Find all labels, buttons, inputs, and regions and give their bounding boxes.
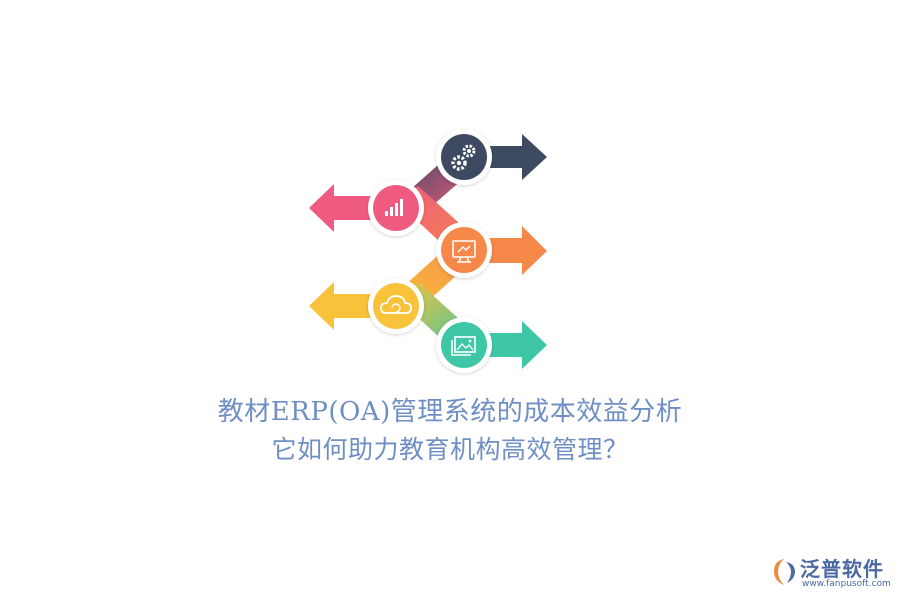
brand-logo: 泛普软件 www.fanpusoft.com (770, 553, 895, 595)
step-node-gear (436, 129, 492, 185)
step-node-cloud (368, 278, 424, 334)
brand-name: 泛普软件 (800, 557, 884, 581)
arrow-left-chart (309, 184, 390, 232)
step-node-screen (436, 222, 492, 278)
arrow-right-gear (470, 134, 547, 180)
step-node-image (436, 317, 492, 373)
arrow-left-cloud (309, 282, 390, 330)
title-line-1: 教材ERP(OA)管理系统的成本效益分析 (217, 397, 683, 427)
arrows (309, 134, 547, 369)
brand-mark-icon (774, 559, 795, 585)
brand-url: www.fanpusoft.com (802, 579, 891, 589)
bar-chart-icon (385, 199, 403, 216)
gears-icon (451, 144, 476, 171)
diagram-title: 教材ERP(OA)管理系统的成本效益分析 它如何助力教育机构高效管理？ (0, 393, 900, 469)
title-line-2: 它如何助力教育机构高效管理？ (271, 435, 629, 464)
cloud-sync-icon (380, 295, 412, 314)
image-gallery-icon (451, 336, 476, 356)
presentation-icon (452, 240, 476, 263)
